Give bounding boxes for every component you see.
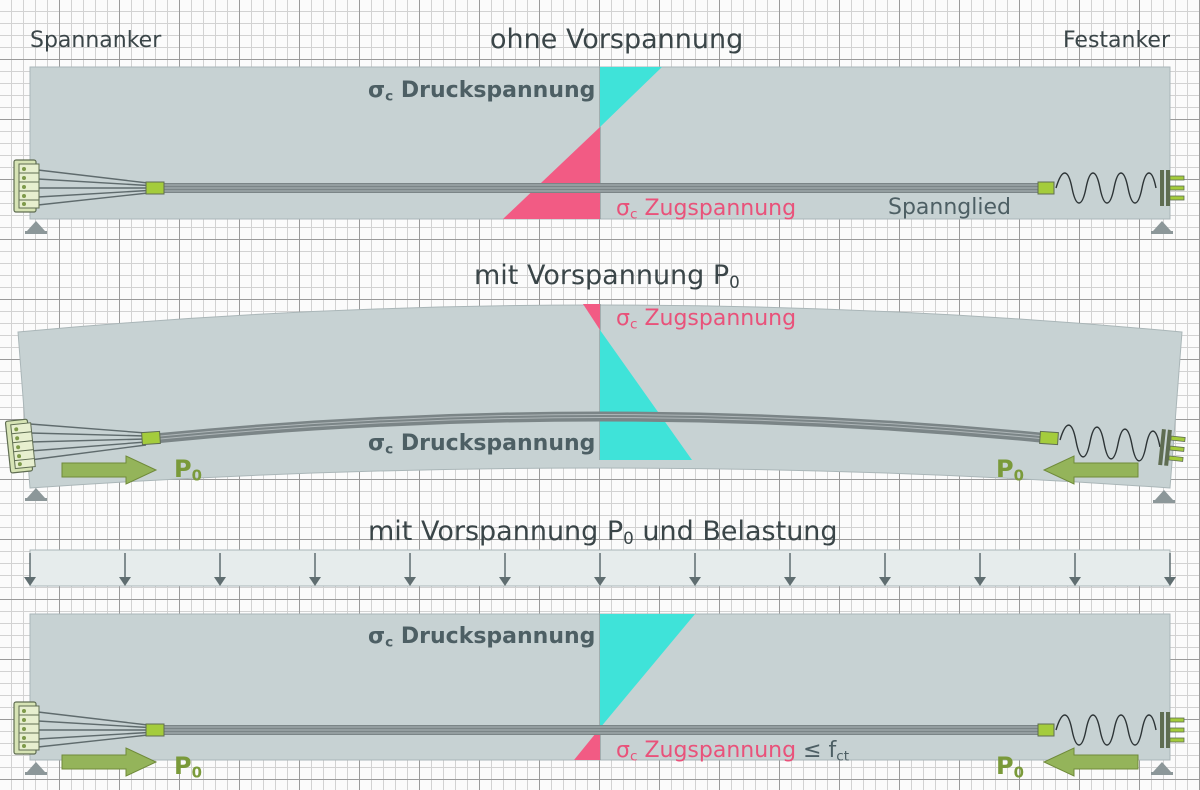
title-3-rest: und Belastung [633,516,838,547]
coupler-right-3 [1037,723,1055,737]
sigma-symbol: σ [368,431,386,456]
p0-label-right-3: P0 [996,754,1024,781]
plate-anchor-icon [13,159,40,213]
spiral-anchor-icon [1055,714,1157,746]
strand-fan-left-2 [29,423,147,461]
pin-support-icon [25,221,47,234]
tension-label-3: σc Zugspannung ≤ fct [616,740,849,764]
sigma-symbol: σ [616,306,630,331]
pin-support-icon [25,762,47,775]
compression-zone-3 [600,614,695,728]
title-3-main: mit Vorspannung P [368,516,624,547]
panel-1-without-prestress [13,66,1185,234]
strand-fan-left-3 [37,711,149,748]
druck-text: Druckspannung [393,431,596,456]
title-with-prestress: mit Vorspannung P0 [474,262,740,291]
coupler-left-1 [145,181,165,195]
tension-label-2: σc Zugspannung [616,308,796,332]
sigma-sub: c [385,634,394,651]
druck-text: Druckspannung [393,78,596,103]
fixed-anchor-plates-3 [1160,712,1185,748]
title-with-prestress-sub: 0 [729,272,740,293]
fixed-anchor-plates-1 [1160,170,1185,206]
panel-3-with-prestress-and-load [13,549,1185,777]
sigma-symbol: σ [368,624,386,649]
p-sub: 0 [191,466,202,485]
sigma-sub: c [385,441,394,458]
sigma-sub: c [629,316,638,333]
compression-label-3: σc Druckspannung [368,626,595,650]
plate-anchor-icon [4,418,37,474]
p-symbol: P [996,455,1014,483]
fixed-anchor-plates-2 [1158,429,1186,466]
strand-fan-left-1 [37,169,149,206]
tension-zone-2 [583,304,600,330]
spannglied-label: Spannglied [888,195,1011,220]
festanker-label: Festanker [1062,28,1170,53]
p0-label-left-3: P0 [174,754,202,781]
sigma-symbol: σ [616,196,630,221]
p0-label-left-2: P0 [174,457,202,484]
spannanker-label: Spannanker [30,28,162,53]
pin-support-icon [1151,221,1173,234]
compression-zone-1 [600,67,662,127]
sigma-sub: c [629,206,638,223]
compression-label-2: σc Druckspannung [368,433,595,457]
coupler-right-1 [1037,181,1055,195]
title-with-prestress-and-load: mit Vorspannung P0 und Belastung [368,518,838,547]
tension-zone-1 [503,127,600,219]
zug-text: Zugspannung [637,196,797,221]
spiral-anchor-icon [1055,172,1157,204]
zug-text: Zugspannung [637,738,797,763]
tendon-3 [160,725,1045,735]
sigma-symbol: σ [368,78,386,103]
pin-support-icon [25,488,47,501]
tension-zone-3 [574,728,600,760]
p-symbol: P [174,455,192,483]
sigma-sub: c [629,748,638,765]
spiral-anchor-icon [1059,424,1161,462]
p-symbol: P [996,752,1014,780]
fct-symbol: f [828,738,837,763]
pin-support-icon [1153,490,1175,503]
title-with-prestress-main: mit Vorspannung P [474,260,730,291]
sigma-sub: c [385,88,394,105]
tension-label-1: σc Zugspannung [616,198,796,222]
coupler-left-2 [141,430,161,446]
compression-zone-2 [600,330,692,460]
coupler-left-3 [145,723,165,737]
leq-symbol: ≤ [796,738,829,763]
plate-anchor-icon [13,701,40,755]
panel-2-with-prestress [4,304,1186,503]
tendon-1 [160,183,1045,193]
p-symbol: P [174,752,192,780]
title-3-sub: 0 [623,528,634,549]
coupler-right-2 [1039,430,1059,446]
sigma-symbol: σ [616,738,630,763]
tendon-2 [159,411,1046,443]
fct-sub: ct [836,748,850,765]
title-without-prestress: ohne Vorspannung [490,24,744,55]
zug-text: Zugspannung [637,306,797,331]
p-sub: 0 [1013,763,1024,782]
p0-label-right-2: P0 [996,457,1024,484]
p-sub: 0 [1013,466,1024,485]
compression-label-1: σc Druckspannung [368,80,595,104]
pin-support-icon [1151,762,1173,775]
p-sub: 0 [191,763,202,782]
druck-text: Druckspannung [393,624,596,649]
